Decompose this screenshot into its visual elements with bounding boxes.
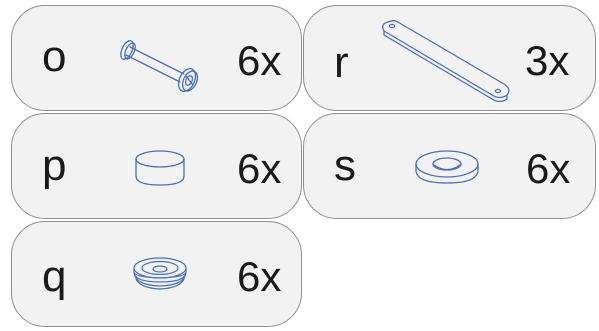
part-letter: q xyxy=(42,252,67,301)
flat-washer-icon xyxy=(414,147,480,191)
cup-washer-icon xyxy=(130,255,190,297)
part-quantity: 6x xyxy=(237,145,282,192)
part-quantity: 6x xyxy=(237,253,282,300)
part-card-o: o 6x xyxy=(11,5,302,111)
part-quantity: 3x xyxy=(525,37,570,84)
part-card-q: q 6x xyxy=(11,221,302,327)
part-card-r: r 3x xyxy=(303,5,596,111)
part-letter: s xyxy=(334,141,356,190)
part-card-p: p 6x xyxy=(11,113,302,219)
part-quantity: 6x xyxy=(526,145,571,192)
axle-pin-icon xyxy=(116,33,200,97)
flat-bar-link-icon xyxy=(374,16,524,106)
part-letter: p xyxy=(42,141,67,190)
part-letter: o xyxy=(42,32,67,81)
part-quantity: 6x xyxy=(237,37,282,84)
round-cap-icon xyxy=(133,149,189,189)
part-letter: r xyxy=(334,38,349,87)
part-card-s: s 6x xyxy=(303,113,596,219)
